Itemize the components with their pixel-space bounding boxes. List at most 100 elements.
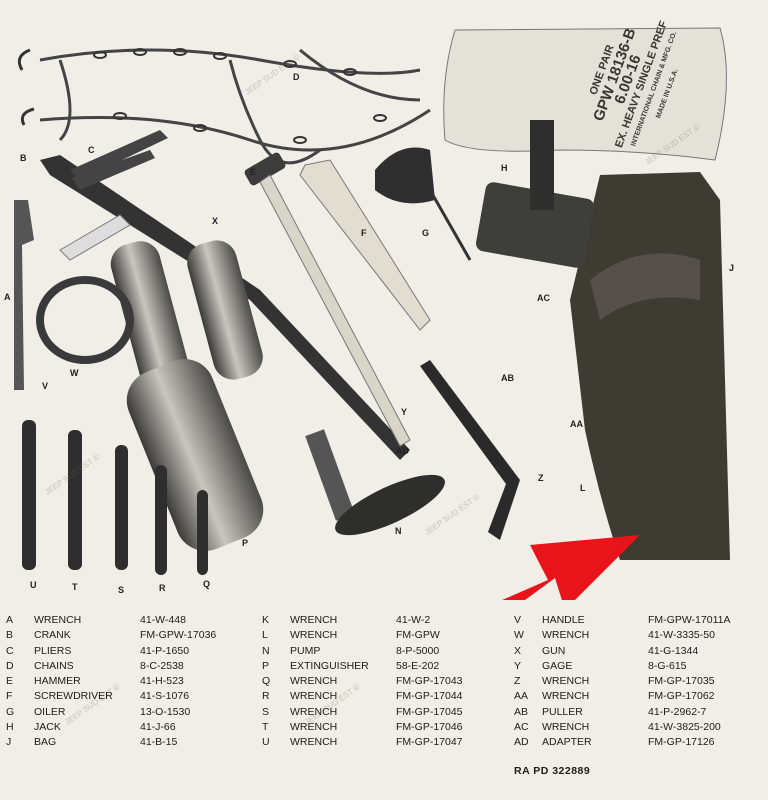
legend-part: 41-W-3335-50 xyxy=(648,629,715,642)
legend-part: FM-GPW-17036 xyxy=(140,629,217,642)
legend-row: W WRENCH 41-W-3335-50 xyxy=(514,628,730,643)
legend-part: 8-G-615 xyxy=(648,659,687,672)
legend-part: 41-S-1076 xyxy=(140,690,190,703)
legend-name: WRENCH xyxy=(542,690,590,703)
legend-name: PLIERS xyxy=(34,644,72,657)
legend-part: 41-G-1344 xyxy=(648,644,699,657)
hammer-e-head xyxy=(244,152,286,186)
figure-label-g: G xyxy=(422,228,430,238)
figure-label-b: B xyxy=(20,153,27,163)
red-arrow xyxy=(502,535,640,600)
hose-w xyxy=(36,276,134,364)
legend-code: G xyxy=(6,705,15,718)
figure-label-z: Z xyxy=(538,473,544,483)
legend-code: F xyxy=(6,690,13,703)
legend-part: FM-GPW xyxy=(396,629,440,642)
oiler-g xyxy=(375,147,435,204)
figure-label-c: C xyxy=(88,145,95,155)
pipe-wrench-a xyxy=(14,200,34,390)
legend-name: ADAPTER xyxy=(542,736,592,749)
legend-code: N xyxy=(262,644,270,657)
legend-name: WRENCH xyxy=(542,629,590,642)
legend-row: D CHAINS 8-C-2538 xyxy=(6,659,216,674)
legend-code: Y xyxy=(514,659,522,672)
legend-code: S xyxy=(262,705,270,718)
hammer-e-handle xyxy=(259,174,411,447)
legend-code: W xyxy=(514,629,524,642)
legend-part: 41-P-1650 xyxy=(140,644,190,657)
figure-label-e: E xyxy=(250,167,257,177)
jack-h xyxy=(476,120,594,268)
legend-code: E xyxy=(6,675,14,688)
figure-label-w: W xyxy=(70,368,79,378)
legend-part: 41-W-3825-200 xyxy=(648,721,721,734)
legend-code: AD xyxy=(514,736,529,749)
legend-name: WRENCH xyxy=(34,614,82,626)
legend-name: JACK xyxy=(34,721,61,734)
legend-code: J xyxy=(6,736,12,749)
legend-row: Y GAGE 8-G-615 xyxy=(514,659,730,674)
legend-code: D xyxy=(6,659,14,672)
legend-code: L xyxy=(262,629,268,642)
legend-code: Q xyxy=(262,675,271,688)
legend-part: FM-GP-17043 xyxy=(396,675,463,688)
legend-name: CRANK xyxy=(34,629,71,642)
figure-label-y: Y xyxy=(401,407,408,417)
legend-name: EXTINGUISHER xyxy=(290,659,369,672)
legend-part: 8-P-5000 xyxy=(396,644,440,657)
legend-name: HANDLE xyxy=(542,614,585,626)
figure-label-r: R xyxy=(159,583,166,593)
legend-name: BAG xyxy=(34,736,57,749)
figure-label-a: A xyxy=(4,292,11,302)
legend-row: N PUMP 8-P-5000 xyxy=(262,644,463,659)
tools-illustration xyxy=(14,27,730,600)
chain-hook xyxy=(17,48,35,126)
legend-name: WRENCH xyxy=(290,690,338,703)
legend-name: GAGE xyxy=(542,659,573,672)
legend-part: FM-GP-17046 xyxy=(396,721,463,734)
legend-part: 41-H-523 xyxy=(140,675,184,688)
legend-code: T xyxy=(262,721,269,734)
tool-bag xyxy=(570,172,730,560)
figure-label-u: U xyxy=(30,580,37,590)
figure-label-x: X xyxy=(212,216,219,226)
figure-label-t: T xyxy=(72,582,78,592)
figure-caption: RA PD 322889 xyxy=(514,765,591,777)
legend-name: WRENCH xyxy=(290,629,338,642)
legend-code: C xyxy=(6,644,14,657)
legend-part: FM-GP-17045 xyxy=(396,705,463,718)
legend-name: PUMP xyxy=(290,644,321,657)
figure-label-q: Q xyxy=(203,579,211,589)
figure-label-l: L xyxy=(580,483,586,493)
figure-label-n: N xyxy=(395,526,402,536)
legend-part: 8-C-2538 xyxy=(140,659,184,672)
figure-label-v: V xyxy=(42,381,49,391)
figure-label-h: H xyxy=(501,163,508,173)
legend-code: V xyxy=(514,614,522,626)
legend-part: 58-E-202 xyxy=(396,659,440,672)
figure-label-p: P xyxy=(242,538,249,548)
legend-name: WRENCH xyxy=(290,614,338,626)
legend-part: FM-GP-17047 xyxy=(396,736,463,749)
chain-sack xyxy=(443,27,727,161)
legend-name: PULLER xyxy=(542,705,583,718)
legend-code: AC xyxy=(514,721,529,734)
legend-name: CHAINS xyxy=(34,659,74,672)
